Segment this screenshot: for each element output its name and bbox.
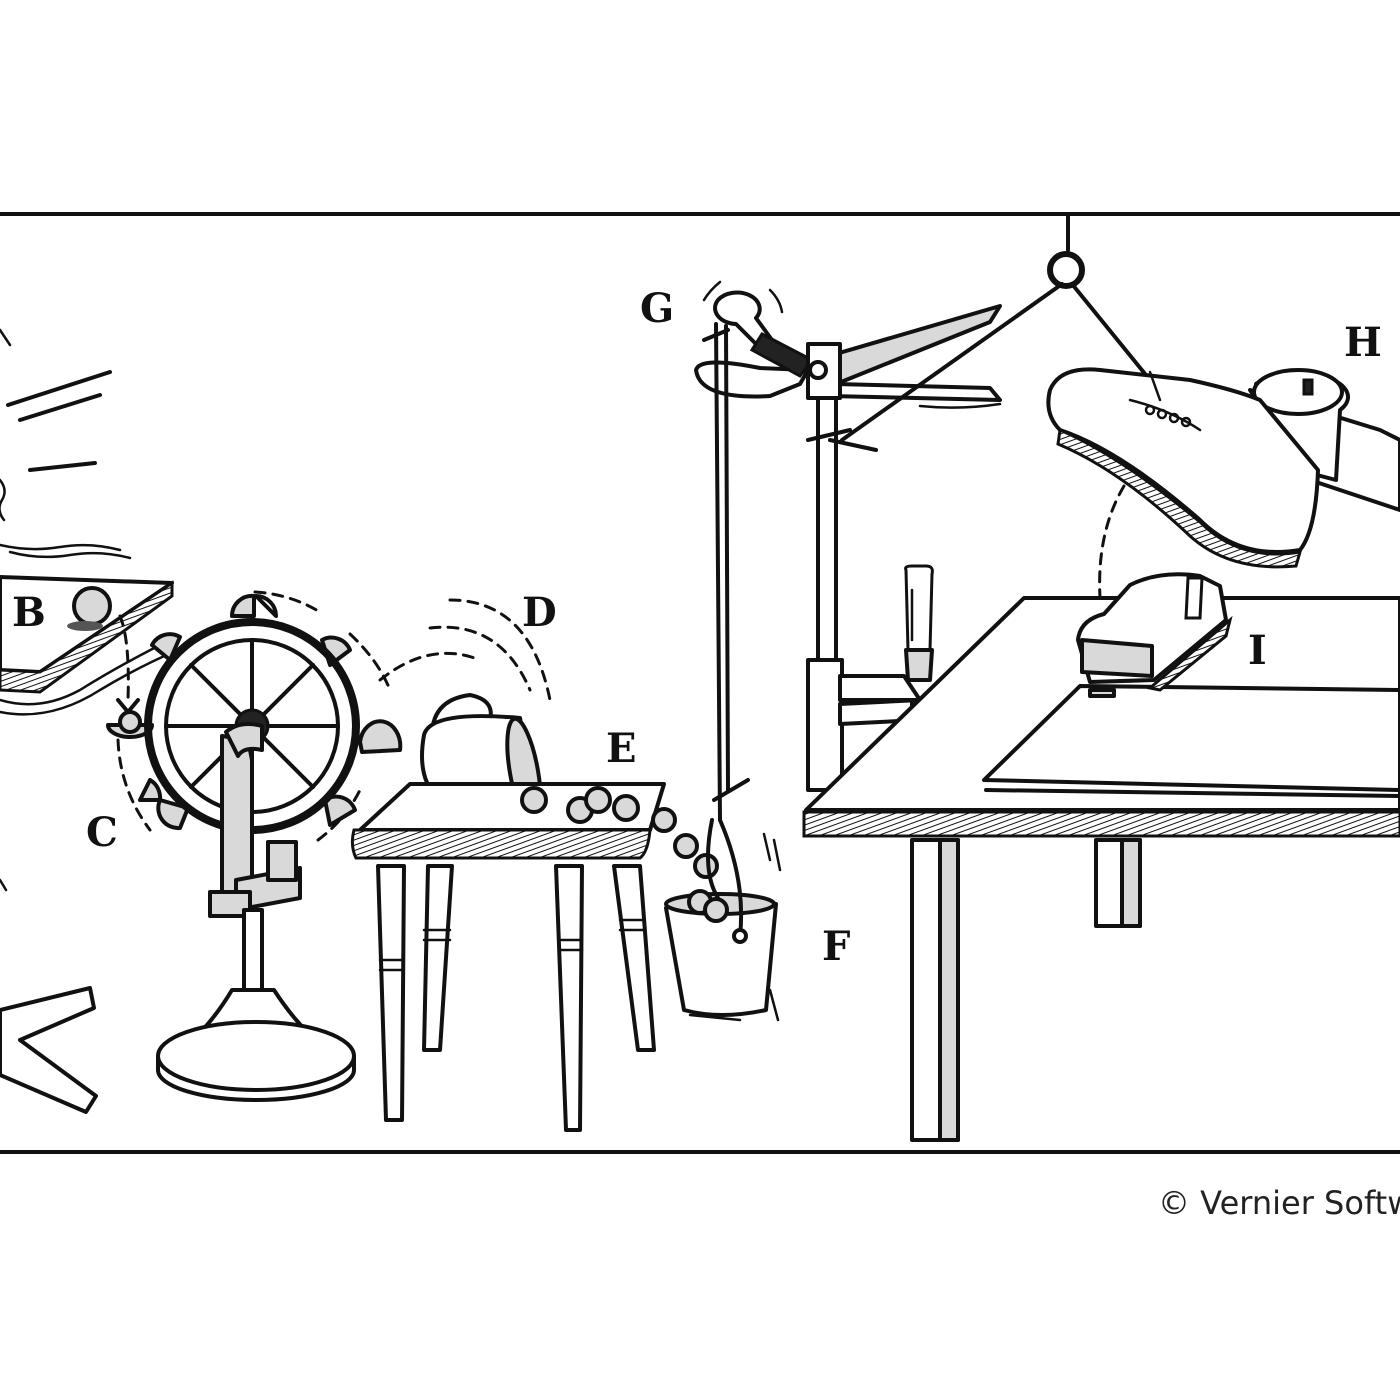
boot-h [1046, 367, 1400, 622]
motion-lines-left [0, 328, 132, 560]
label-h: H [1344, 319, 1382, 366]
label-i: I [1248, 627, 1267, 674]
step-labels: B C D E F G H I [12, 285, 1382, 970]
label-g: G [640, 285, 674, 332]
table-i [802, 572, 1400, 1142]
cross-shape [0, 878, 98, 1114]
label-d: D [522, 589, 557, 636]
marbles [520, 786, 719, 879]
label-f: F [822, 923, 850, 970]
ship-wheel-c [116, 590, 403, 1102]
scissors-g [694, 280, 1002, 822]
ball-icon [72, 586, 112, 626]
copyright-text: © Vernier Softw [1158, 1184, 1400, 1222]
label-c: C [86, 809, 118, 856]
bucket-f [664, 818, 782, 1022]
label-b: B [12, 589, 46, 636]
panel-frame [0, 212, 1400, 1154]
stool-e [350, 782, 719, 1132]
label-e: E [606, 725, 637, 772]
ceiling-hook [840, 214, 1152, 442]
